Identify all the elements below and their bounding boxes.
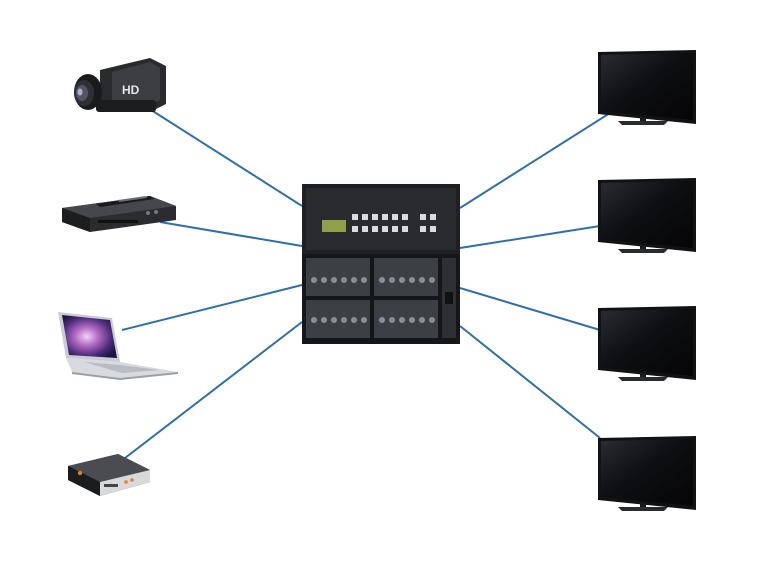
tv-icon (598, 436, 696, 511)
media-player-icon (68, 454, 150, 496)
cable-tv-4 (459, 325, 601, 439)
cable-camcorder (147, 107, 303, 207)
cable-tv-1 (459, 112, 611, 209)
cables (121, 107, 611, 459)
tv-1 (598, 50, 696, 125)
cable-set-top-box (159, 221, 303, 247)
cable-tv-3 (459, 287, 601, 331)
tv-icon (598, 178, 696, 253)
tv-icon (598, 306, 696, 381)
cable-laptop (121, 284, 303, 331)
laptop-icon (58, 312, 178, 380)
tv-2 (598, 178, 696, 253)
tv-4 (598, 436, 696, 511)
tv-icon (598, 50, 696, 125)
camcorder-hd-badge: HD (122, 83, 140, 97)
set-top-box-icon (62, 196, 176, 232)
tv-3 (598, 306, 696, 381)
cable-media-player (124, 321, 303, 459)
camcorder-icon: HD (74, 58, 166, 112)
cable-tv-2 (459, 225, 601, 249)
matrix-switcher-icon (302, 184, 460, 344)
